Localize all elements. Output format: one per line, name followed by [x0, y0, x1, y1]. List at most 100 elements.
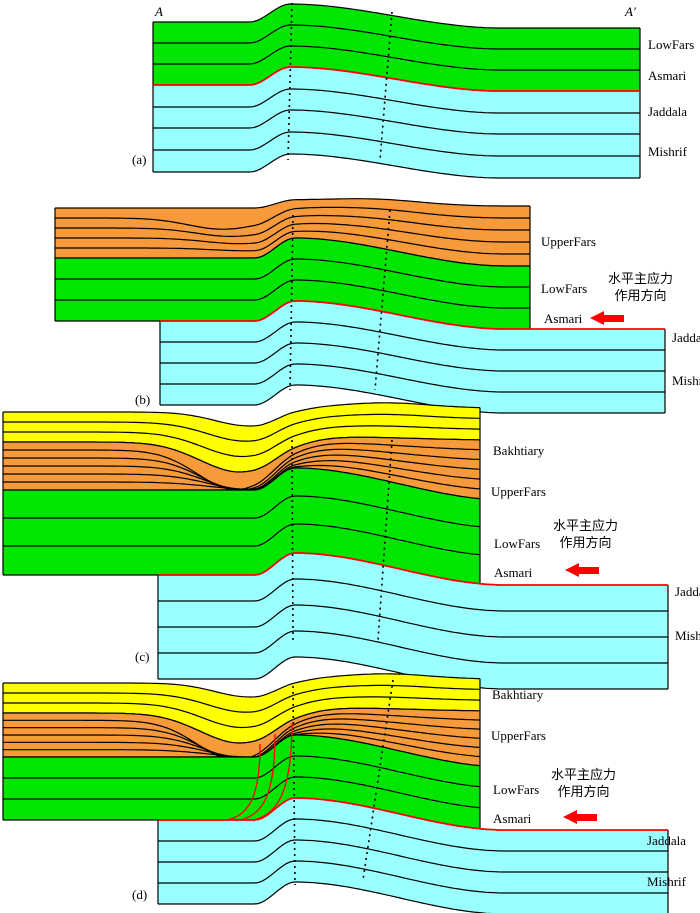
cyan-boundary — [158, 578, 668, 612]
label-asmari-a: Asmari — [648, 68, 687, 83]
upperfars-layer — [3, 733, 480, 766]
upperfars-layer — [3, 443, 480, 490]
label-mishrif-a: Mishrif — [648, 144, 687, 159]
lowfars-layer — [3, 777, 480, 829]
asmari-top-red-line — [153, 66, 640, 92]
bakhtiary-layer — [3, 425, 480, 472]
thrust-fault-line — [226, 744, 261, 821]
bakhtiary-layer — [3, 414, 480, 457]
cyan-boundary — [158, 630, 668, 664]
stress-direction-arrow-icon — [590, 311, 624, 325]
upperfars-boundary — [55, 206, 530, 230]
upperfars-boundary — [3, 464, 481, 490]
upperfars-boundary — [55, 230, 530, 255]
reference-dotted-line — [374, 209, 391, 391]
panel-label-d: (d) — [132, 887, 148, 902]
bakhtiary-boundary — [3, 413, 481, 442]
reference-dotted-line — [287, 2, 293, 161]
label-jaddala-a: Jaddala — [648, 104, 687, 119]
bakhtiary-boundary — [3, 402, 480, 427]
lowfars-boundary — [3, 523, 481, 556]
cyan-layer — [160, 322, 665, 371]
thrust-fault-line — [239, 733, 276, 821]
stress-direction-text-d: 水平主应力作用方向 — [551, 766, 616, 800]
label-jaddala-b: Jaddala — [672, 330, 700, 345]
stress-text-line2: 作用方向 — [557, 784, 610, 799]
cyan-layer — [160, 343, 665, 392]
cyan-boundary — [158, 818, 668, 852]
lowfars-boundary — [3, 734, 481, 767]
lowfars-layer — [153, 25, 640, 70]
lowfars-layer — [3, 524, 480, 584]
lowfars-boundary — [55, 237, 530, 267]
cyan-layer — [158, 579, 668, 637]
cyan-boundary — [158, 604, 668, 638]
cyan-boundary — [153, 153, 640, 179]
label-mishrif-c: Mishrif — [675, 628, 700, 643]
lowfars-boundary — [153, 3, 640, 29]
panel-label-c: (c) — [135, 649, 150, 664]
reference-dotted-line — [289, 214, 294, 391]
cyan-boundary — [160, 321, 665, 351]
upperfars-boundary — [55, 198, 530, 209]
lowfars-boundary — [55, 258, 530, 288]
upperfars-layer — [55, 207, 530, 237]
stress-direction-text-b: 水平主应力作用方向 — [608, 270, 673, 304]
section-end-label: A′ — [625, 4, 636, 19]
upperfars-layer — [3, 460, 480, 490]
cyan-boundary — [158, 881, 493, 913]
cyan-layer — [153, 110, 640, 156]
lowfars-boundary — [3, 755, 481, 788]
reference-dotted-line — [362, 679, 394, 881]
upperfars-layer — [55, 223, 530, 254]
label-jaddala-d: Jaddala — [647, 833, 686, 848]
upperfars-layer — [3, 724, 480, 759]
cyan-layer — [158, 819, 668, 872]
reference-dotted-line — [379, 11, 393, 161]
bakhtiary-boundary — [3, 673, 480, 698]
cyan-boundary — [153, 131, 640, 157]
section-start-label: A — [155, 4, 163, 19]
stress-direction-arrow-icon — [565, 563, 599, 577]
cyan-layer — [158, 798, 668, 851]
label-bakhtiary-d: Bakhtiary — [492, 687, 544, 702]
upperfars-layer — [3, 729, 480, 758]
cyan-layer — [158, 840, 668, 893]
upperfars-boundary — [3, 436, 480, 473]
stress-text-line1: 水平主应力 — [553, 518, 619, 533]
bakhtiary-layer — [3, 696, 480, 743]
upperfars-layer — [3, 449, 480, 490]
stress-text-line1: 水平主应力 — [608, 271, 674, 286]
upperfars-layer — [3, 719, 480, 760]
stress-text-line2: 作用方向 — [614, 288, 667, 303]
cyan-boundary — [160, 363, 665, 393]
lowfars-boundary — [3, 495, 481, 528]
lowfars-layer — [3, 735, 480, 787]
cyan-layer — [158, 553, 668, 611]
label-mishrif-b: Mishrif — [672, 373, 700, 388]
cyan-boundary — [160, 342, 665, 372]
stress-direction-arrow-icon — [563, 810, 597, 824]
label-jaddala-c: Jaddala — [675, 584, 700, 599]
asmari-top-red-line — [158, 797, 668, 831]
label-lowfars-c: LowFars — [494, 536, 541, 551]
asmari-top-red-line — [158, 552, 668, 586]
label-lowfars-b: LowFars — [541, 281, 588, 296]
label-lowfars-a: LowFars — [648, 37, 695, 52]
cyan-layer — [160, 364, 665, 413]
bakhtiary-boundary — [3, 684, 481, 713]
label-asmari-b: Asmari — [544, 311, 583, 326]
lowfars-boundary — [153, 24, 640, 50]
panel-label-a: (a) — [132, 152, 147, 167]
cyan-layer — [153, 67, 640, 113]
lowfars-boundary — [3, 467, 481, 500]
label-asmari-d: Asmari — [493, 811, 532, 826]
cyan-layer — [158, 861, 668, 913]
upperfars-layer — [3, 465, 480, 499]
label-lowfars-d: LowFars — [493, 782, 540, 797]
cyan-boundary — [153, 88, 640, 114]
stress-direction-text-c: 水平主应力作用方向 — [553, 517, 618, 551]
cyan-boundary — [158, 839, 668, 873]
upperfars-boundary — [3, 707, 480, 744]
